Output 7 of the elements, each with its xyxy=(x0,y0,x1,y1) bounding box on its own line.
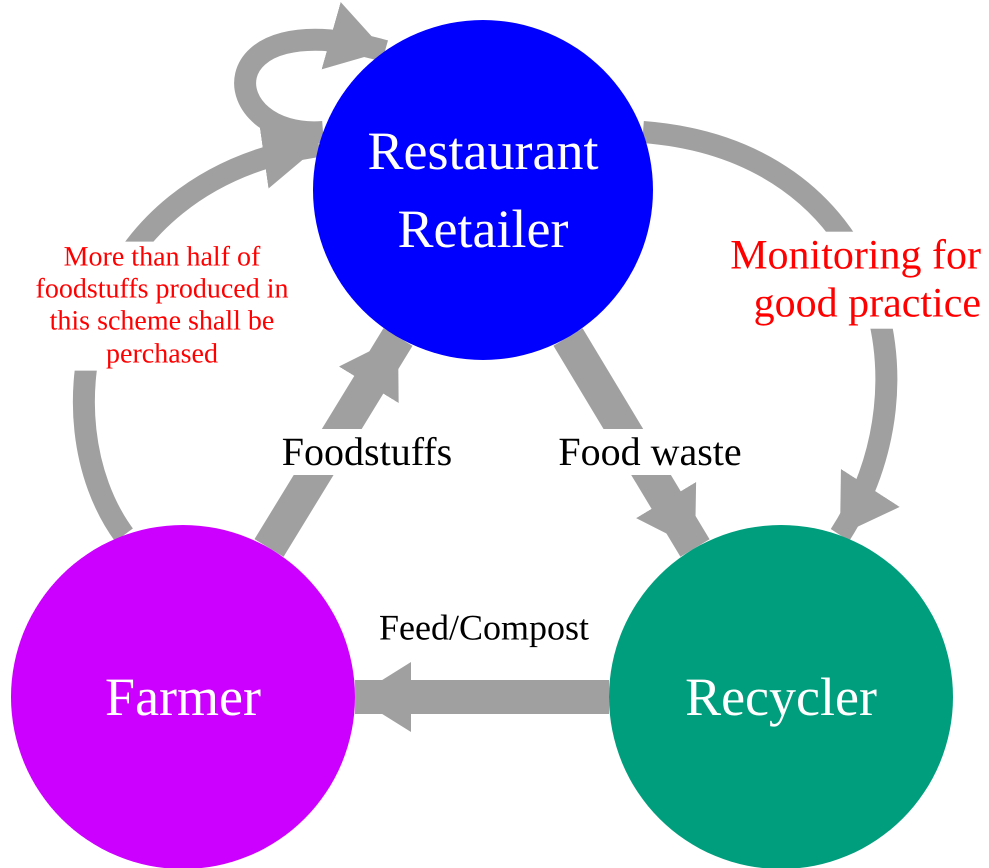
node-label: Restaurant Retailer xyxy=(366,120,600,261)
arrow xyxy=(355,662,609,732)
arrow xyxy=(234,4,388,143)
arrow xyxy=(553,328,710,557)
node-label: Recycler xyxy=(684,666,878,729)
node-label: Farmer xyxy=(104,666,262,729)
arrow xyxy=(254,328,412,557)
